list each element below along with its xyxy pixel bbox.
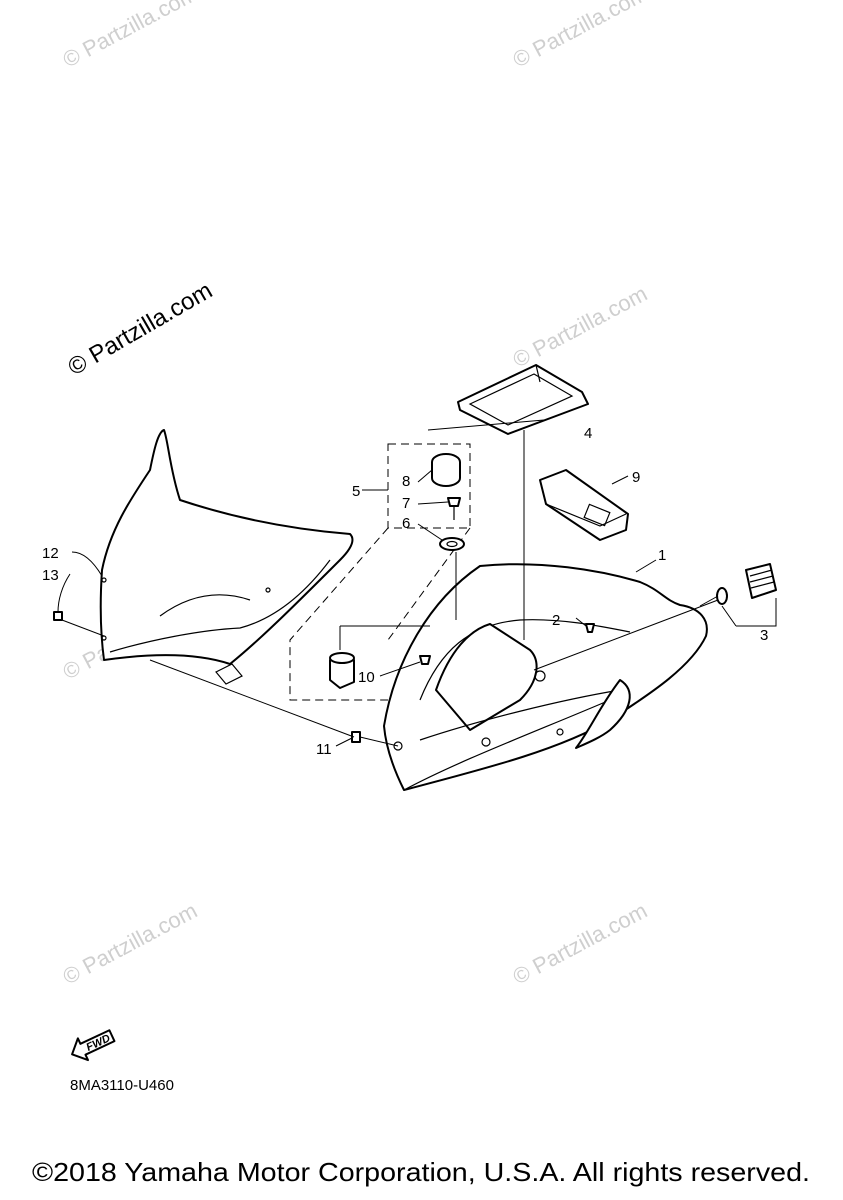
watermark: © Partzilla.com bbox=[509, 281, 652, 373]
diagram-code: 8MA3110-U460 bbox=[70, 1077, 174, 1094]
callout-10: 10 bbox=[358, 669, 375, 686]
watermark: © Partzilla.com bbox=[59, 0, 202, 72]
callout-4: 4 bbox=[584, 425, 592, 442]
callout-1: 1 bbox=[658, 547, 666, 564]
callout-labels: 1 2 3 4 5 6 7 8 9 10 11 12 13 bbox=[42, 425, 768, 758]
watermark: © Partzilla.com bbox=[59, 898, 202, 990]
fwd-label: FWD bbox=[84, 1032, 112, 1053]
callout-11: 11 bbox=[316, 741, 332, 758]
part-5-group bbox=[289, 443, 471, 701]
part-4-mesh-panel bbox=[457, 364, 589, 435]
watermark-main: © Partzilla.com bbox=[64, 277, 218, 381]
part-9-bracket bbox=[539, 469, 629, 541]
watermark: © Partzilla.com bbox=[509, 0, 652, 72]
callout-2: 2 bbox=[552, 612, 560, 629]
copyright-notice: ©2018 Yamaha Motor Corporation, U.S.A. A… bbox=[32, 1157, 810, 1187]
part-12-windscreen bbox=[99, 429, 354, 685]
watermark: © Partzilla.com bbox=[509, 898, 652, 990]
callout-13: 13 bbox=[42, 567, 59, 584]
callout-9: 9 bbox=[632, 469, 640, 486]
fwd-arrow-icon: FWD bbox=[71, 1029, 116, 1062]
callout-12: 12 bbox=[42, 545, 59, 562]
callout-6: 6 bbox=[402, 515, 410, 532]
part-3-damper bbox=[716, 563, 777, 605]
hardware bbox=[53, 611, 595, 743]
leader-lines bbox=[57, 419, 777, 747]
callout-7: 7 bbox=[402, 495, 410, 512]
callout-5: 5 bbox=[352, 483, 360, 500]
callout-3: 3 bbox=[760, 627, 768, 644]
part-1-front-cowling bbox=[383, 563, 708, 791]
callout-8: 8 bbox=[402, 473, 410, 490]
